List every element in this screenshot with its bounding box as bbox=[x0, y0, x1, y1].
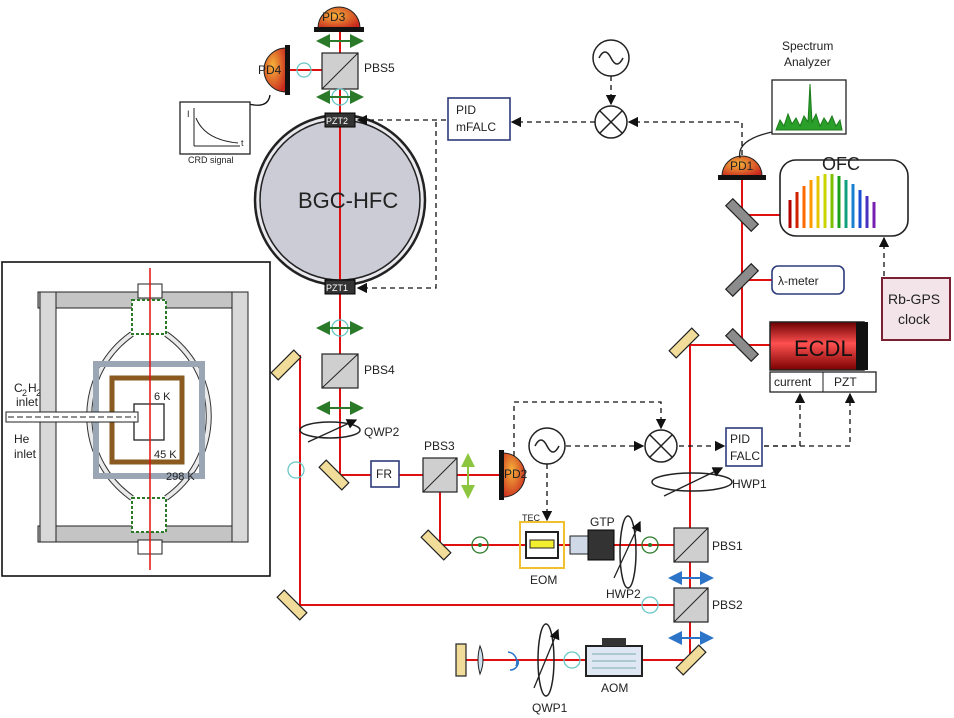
temp-6k: 6 K bbox=[154, 391, 171, 403]
spectrum-label-1: Spectrum bbox=[782, 39, 833, 53]
faraday-rotator: FR bbox=[370, 460, 400, 488]
ofc-label: OFC bbox=[822, 154, 860, 174]
gtp-label: GTP bbox=[590, 515, 615, 529]
qwp2: QWP2 bbox=[299, 419, 400, 443]
eom: TEC EOM bbox=[519, 513, 565, 587]
pid-mfalc-line2: mFALC bbox=[456, 120, 496, 134]
crd-signal-label: CRD signal bbox=[188, 155, 234, 165]
lambda-meter: λ-meter bbox=[771, 265, 845, 295]
pbs4-label: PBS4 bbox=[364, 363, 395, 377]
c2h2-inlet: inlet bbox=[16, 395, 39, 409]
spectrum-label-2: Analyzer bbox=[784, 55, 831, 69]
signal-lines bbox=[356, 76, 890, 522]
pd1-label: PD1 bbox=[730, 159, 754, 173]
rbgps-line1: Rb-GPS bbox=[888, 291, 940, 307]
pd3: PD3 bbox=[314, 6, 364, 32]
pd4-label: PD4 bbox=[258, 63, 282, 77]
pd3-label: PD3 bbox=[322, 10, 346, 24]
he-inlet: inlet bbox=[14, 447, 37, 461]
hwp1: HWP1 bbox=[651, 467, 767, 497]
cavity-bgc-hfc: BGC-HFC bbox=[253, 113, 427, 287]
pbs1-label: PBS1 bbox=[712, 539, 743, 553]
pid-falc-line2: FALC bbox=[730, 449, 760, 463]
c2h2-label: C bbox=[14, 381, 23, 395]
temp-298k: 298 K bbox=[166, 471, 195, 483]
c2h2-h: H bbox=[28, 381, 37, 395]
pid-falc: PID FALC bbox=[725, 427, 763, 467]
qwp1: QWP1 bbox=[532, 623, 568, 715]
pzt1: PZT1 bbox=[324, 279, 356, 295]
tec-label: TEC bbox=[522, 513, 541, 523]
current-label: current bbox=[774, 375, 812, 389]
pzt-label: PZT bbox=[834, 375, 857, 389]
oscillator-top bbox=[592, 39, 630, 77]
ecdl-label: ECDL bbox=[794, 336, 853, 361]
pzt1-label: PZT1 bbox=[326, 283, 348, 293]
pbs2-label: PBS2 bbox=[712, 598, 743, 612]
pbs5-label: PBS5 bbox=[364, 61, 395, 75]
rbgps-line2: clock bbox=[898, 311, 931, 327]
lambda-meter-label: λ-meter bbox=[778, 274, 819, 288]
oscillator-mid bbox=[528, 427, 566, 465]
ofc: OFC bbox=[779, 154, 909, 237]
ecdl: ECDL current PZT bbox=[769, 321, 877, 393]
pzt2-label: PZT2 bbox=[326, 116, 348, 126]
spectrum-analyzer: Spectrum Analyzer bbox=[771, 39, 847, 135]
aom: AOM bbox=[585, 638, 643, 695]
pid-mfalc-line1: PID bbox=[456, 103, 476, 117]
cryostat-inset: C 2 H 2 inlet He inlet 6 K 45 K 298 K bbox=[1, 261, 271, 577]
hwp1-label: HWP1 bbox=[732, 477, 767, 491]
pid-mfalc: PID mFALC bbox=[447, 97, 511, 141]
pd4: PD4 bbox=[258, 45, 290, 95]
crd-x-label: t bbox=[241, 138, 244, 148]
mixer-top bbox=[594, 105, 628, 139]
c2h2-sub2b: 2 bbox=[36, 388, 41, 398]
eom-label: EOM bbox=[530, 573, 557, 587]
pbs3: PBS3 bbox=[422, 439, 458, 493]
qwp1-label: QWP1 bbox=[532, 701, 568, 715]
crd-y-label: I bbox=[187, 109, 190, 119]
fr-label: FR bbox=[376, 467, 392, 481]
mixer-mid bbox=[644, 429, 678, 463]
rb-gps-clock: Rb-GPS clock bbox=[881, 277, 951, 341]
pbs1: PBS1 bbox=[673, 527, 743, 563]
pd2-label: PD2 bbox=[504, 467, 528, 481]
c2h2-sub2: 2 bbox=[22, 388, 27, 398]
cavity-label: BGC-HFC bbox=[298, 188, 398, 213]
pbs3-label: PBS3 bbox=[424, 439, 455, 453]
aom-label: AOM bbox=[601, 681, 628, 695]
pzt2: PZT2 bbox=[324, 112, 356, 128]
pid-falc-line1: PID bbox=[730, 432, 750, 446]
pd1: PD1 bbox=[718, 155, 766, 180]
qwp2-label: QWP2 bbox=[364, 425, 400, 439]
pbs2: PBS2 bbox=[673, 587, 743, 623]
crd-signal-box: I t CRD signal bbox=[179, 101, 251, 165]
pbs5: PBS5 bbox=[321, 52, 395, 90]
hwp2: HWP2 bbox=[606, 515, 641, 601]
pd2: PD2 bbox=[499, 450, 528, 500]
hwp2-label: HWP2 bbox=[606, 587, 641, 601]
gtp: GTP bbox=[569, 515, 615, 561]
pbs4: PBS4 bbox=[321, 353, 395, 389]
he-label: He bbox=[14, 432, 30, 446]
temp-45k: 45 K bbox=[154, 449, 177, 461]
